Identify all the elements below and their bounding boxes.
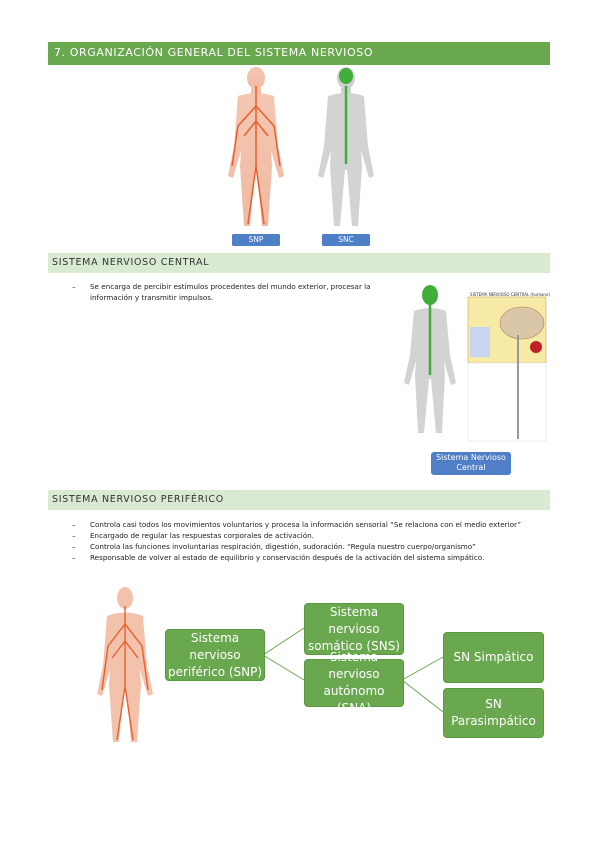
snc-diagram-title: SISTEMA NERVIOSO CENTRAL (humano): [470, 292, 550, 297]
body-snp-illustration: [228, 67, 284, 226]
snc-bullet-list: Se encarga de percibir estímulos procede…: [72, 281, 382, 303]
tree-node-sns: Sistema nervioso somático (SNS): [304, 603, 404, 655]
list-item: Responsable de volver al estado de equil…: [72, 552, 550, 563]
list-item: Controla casi todos los movimientos volu…: [72, 519, 550, 530]
snp-figure-label: SNP: [232, 234, 280, 246]
list-item: Encargado de regular las respuestas corp…: [72, 530, 550, 541]
snp-heading: SISTEMA NERVIOSO PERIFÉRICO: [52, 494, 224, 505]
snc-figure-badge: Sistema Nervioso Central: [431, 452, 511, 475]
tree-node-sympathetic: SN Simpático: [443, 632, 544, 683]
snp-bullet-list: Controla casi todos los movimientos volu…: [72, 519, 550, 563]
snc-section-bar: SISTEMA NERVIOSO CENTRAL: [48, 253, 550, 273]
peripheral-body-illustration: [97, 587, 153, 742]
nervous-system-figure: [228, 67, 374, 246]
section-title-bar: 7. ORGANIZACIÓN GENERAL DEL SISTEMA NERV…: [48, 42, 550, 65]
tree-node-snp: Sistema nervioso periférico (SNP): [165, 629, 265, 681]
list-item: Se encarga de percibir estímulos procede…: [72, 281, 382, 303]
snc-heading: SISTEMA NERVIOSO CENTRAL: [52, 257, 210, 268]
snc-figure: [404, 285, 547, 442]
tree-node-sna: Sistema nervioso autónomo (SNA): [304, 650, 404, 715]
page-title: 7. ORGANIZACIÓN GENERAL DEL SISTEMA NERV…: [54, 46, 374, 59]
list-item: Controla las funciones involuntarias res…: [72, 541, 550, 552]
snc-figure-label: SNC: [322, 234, 370, 246]
body-snc-illustration: [318, 67, 374, 226]
snp-section-bar: SISTEMA NERVIOSO PERIFÉRICO: [48, 490, 550, 510]
tree-node-parasympathetic: SN Parasimpático: [443, 688, 544, 738]
